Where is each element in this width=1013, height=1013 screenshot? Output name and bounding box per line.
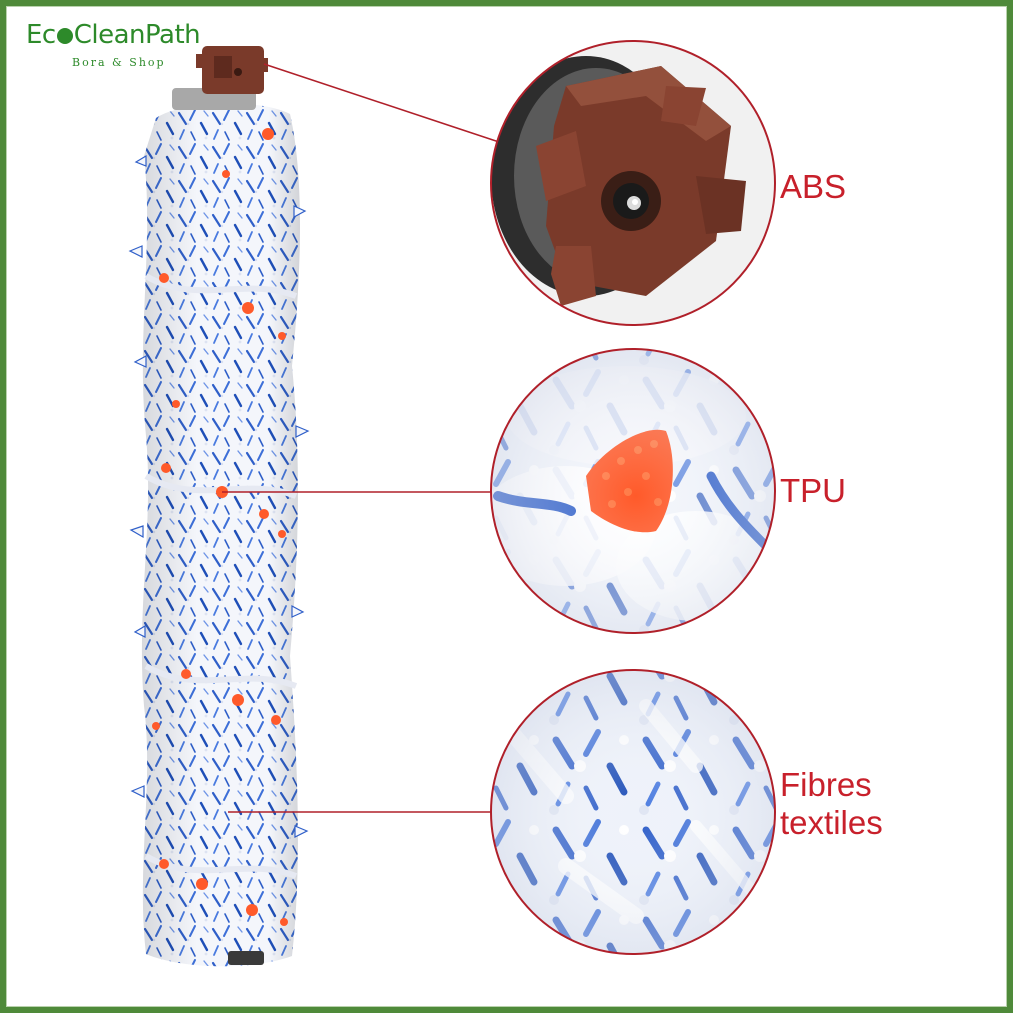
microfiber-closeup — [490, 669, 776, 955]
brush-roll-illustration — [128, 40, 776, 967]
logo-wordmark: Ec CleanPath — [26, 20, 201, 50]
label-abs: ABS — [780, 168, 847, 205]
end-cap — [172, 46, 268, 110]
logo-leaf-icon — [56, 28, 73, 44]
label-tpu: TPU — [780, 472, 846, 509]
label-fibres-textiles: Fibres textiles — [780, 766, 883, 841]
leader-lines — [222, 63, 512, 813]
logo-prefix: Ec — [26, 20, 56, 50]
logo-tagline: Bora & Shop — [72, 56, 166, 69]
orange-bristle-closeup — [490, 348, 776, 634]
end-cap-closeup — [490, 40, 776, 326]
logo-suffix: CleanPath — [73, 20, 201, 50]
brand-logo: Ec CleanPath Bora & Shop — [26, 20, 266, 80]
tpu-bristles — [152, 128, 288, 926]
brush-roll — [128, 46, 310, 967]
